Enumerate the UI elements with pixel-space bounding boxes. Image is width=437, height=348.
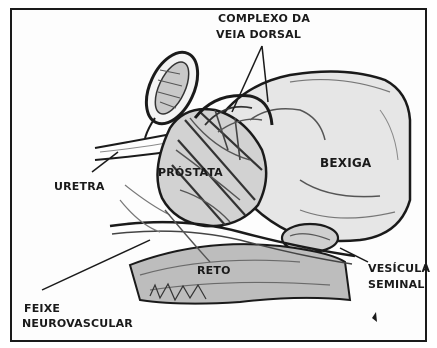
label-uretra: URETRA xyxy=(54,180,105,194)
label-vesicula-line2: SEMINAL xyxy=(368,278,425,292)
label-complexo-line1: COMPLEXO DA xyxy=(218,12,310,26)
label-complexo-line2: VEIA DORSAL xyxy=(216,28,301,42)
label-prostata: PRÓSTATA xyxy=(158,166,223,180)
label-feixe-line1: FEIXE xyxy=(24,302,60,316)
label-reto: RETO xyxy=(197,264,231,278)
label-bexiga: BEXIGA xyxy=(320,156,371,170)
label-vesicula-line1: VESÍCULA xyxy=(368,262,430,276)
label-feixe-line2: NEUROVASCULAR xyxy=(22,317,133,331)
rectum xyxy=(130,244,350,303)
small-mark xyxy=(372,312,377,322)
